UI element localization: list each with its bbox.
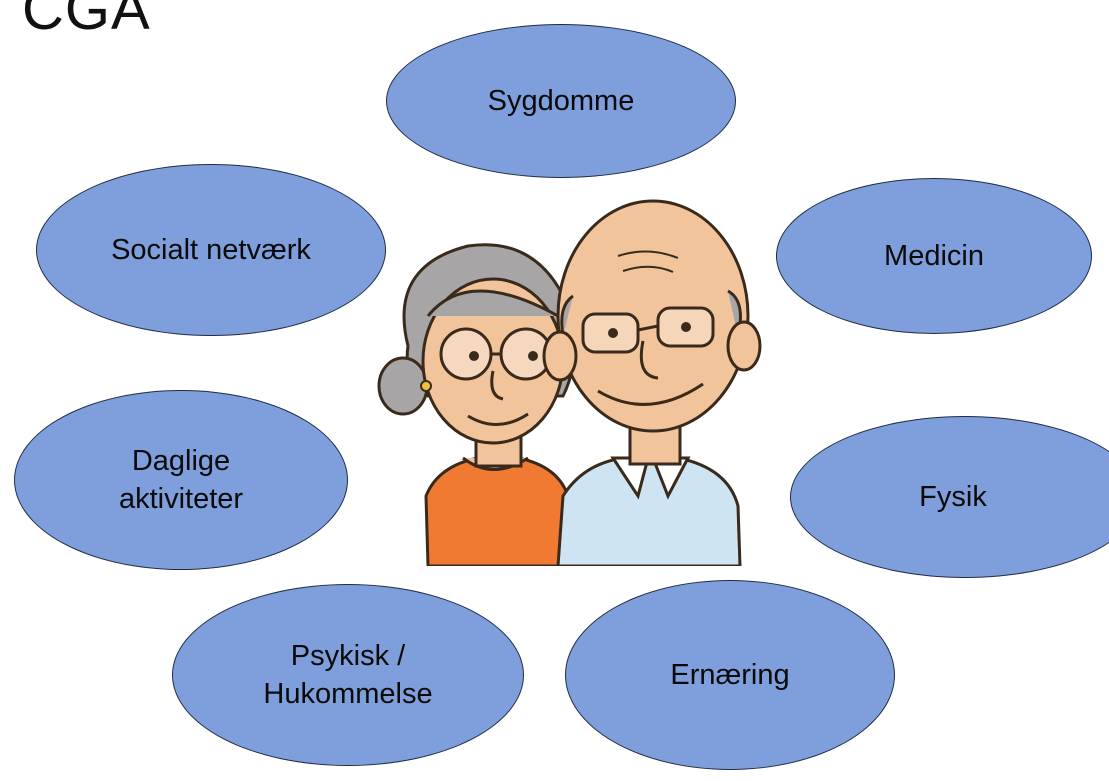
bubble-socialt-netvaerk: Socialt netværk [36, 164, 386, 336]
slide-title: CGA [22, 0, 151, 42]
elderly-couple-illustration [377, 199, 762, 566]
woman-figure [377, 243, 576, 566]
bubble-daglige-aktiviteter: Daglige aktiviteter [14, 390, 348, 570]
man-figure [542, 199, 762, 566]
bubble-ernaering: Ernæring [565, 580, 895, 770]
bubble-fysik: Fysik [790, 416, 1109, 578]
bubble-medicin: Medicin [776, 178, 1092, 334]
bubble-psykisk-hukommelse: Psykisk / Hukommelse [172, 584, 524, 766]
bubble-sygdomme: Sygdomme [386, 24, 736, 178]
